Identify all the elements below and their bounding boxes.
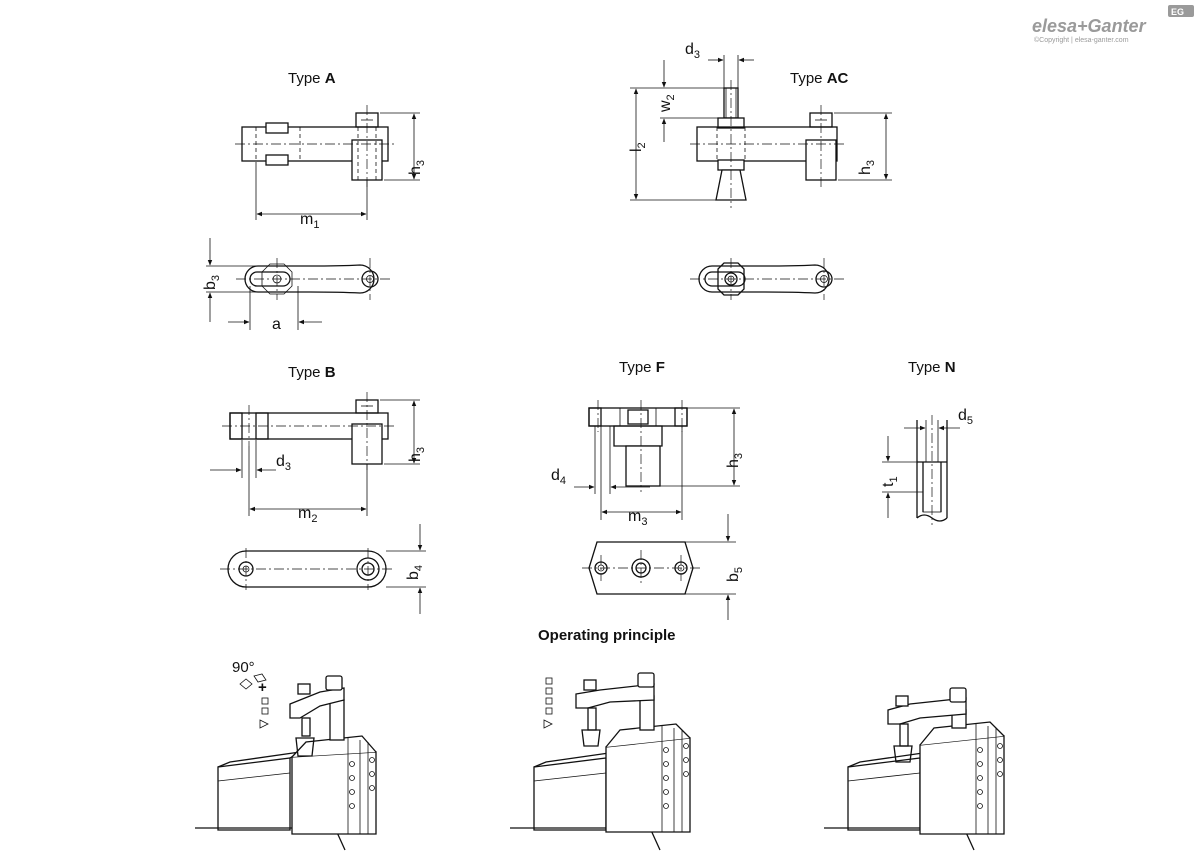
rotation-angle-label: 90° xyxy=(232,659,255,676)
dim-d3-ac: d3 xyxy=(685,41,700,61)
type-f-drawing: Type F d4 m3 h3 xyxy=(551,359,745,620)
rotation-plus-label: + xyxy=(258,679,267,696)
type-ac-label: Type AC xyxy=(790,70,849,87)
brand-copyright: ©Copyright | elesa-ganter.com xyxy=(1034,36,1129,44)
dim-m2: m2 xyxy=(298,505,317,525)
dim-b5: b5 xyxy=(725,567,745,582)
dim-t1: t1 xyxy=(880,476,900,487)
brand-badge-text: EG xyxy=(1171,7,1184,17)
dim-d3-b: d3 xyxy=(276,453,291,473)
operating-scene-1: 90° + xyxy=(195,659,377,851)
operating-principle-title: Operating principle xyxy=(538,627,676,644)
type-n-drawing: Type N d5 t1 xyxy=(880,359,973,525)
dim-b3: b3 xyxy=(202,275,222,290)
brand-logo: elesa+Ganter EG ©Copyright | elesa-gante… xyxy=(1032,5,1194,44)
dim-w2: w2 xyxy=(657,94,677,113)
type-b-drawing: Type B d3 m2 h3 xyxy=(210,364,427,614)
dim-d4: d4 xyxy=(551,467,566,487)
dim-b4: b4 xyxy=(405,565,425,580)
dim-d5: d5 xyxy=(958,407,973,427)
type-a-label: Type A xyxy=(288,70,336,87)
brand-logo-text: elesa+Ganter xyxy=(1032,16,1147,36)
type-f-label: Type F xyxy=(619,359,665,376)
dim-m1: m1 xyxy=(300,211,319,231)
operating-scene-3 xyxy=(824,687,1005,851)
operating-scene-2 xyxy=(510,672,691,851)
dim-m3: m3 xyxy=(628,508,647,528)
type-ac-drawing: Type AC d3 w2 l2 xyxy=(628,41,892,300)
type-b-label: Type B xyxy=(288,364,336,381)
type-a-drawing: Type A m1 h3 xyxy=(202,70,427,333)
brand-badge-icon xyxy=(1168,5,1194,17)
dim-h3-b: h3 xyxy=(407,447,427,462)
dim-a: a xyxy=(272,316,281,333)
dim-h3-f: h3 xyxy=(725,453,745,468)
dim-l2: l2 xyxy=(628,142,648,152)
type-n-label: Type N xyxy=(908,359,956,376)
dim-h3-a: h3 xyxy=(407,160,427,175)
dim-h3-ac: h3 xyxy=(857,160,877,175)
